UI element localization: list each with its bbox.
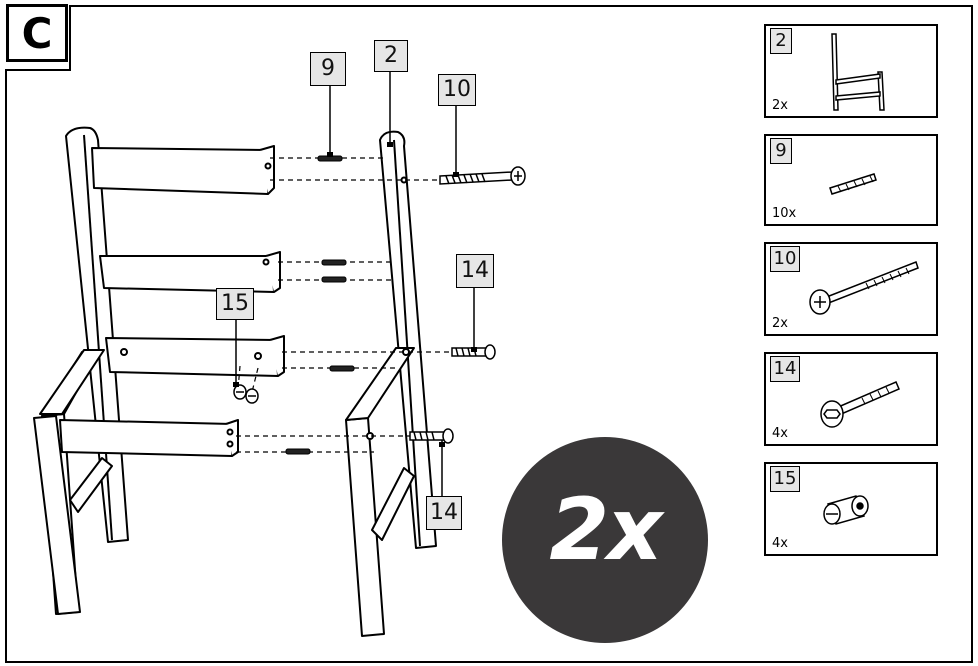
right-side-frame — [345, 130, 437, 637]
parts-item-2: 2 2x — [764, 24, 938, 118]
leader-lines — [235, 70, 475, 500]
callout-part-9: 9 — [310, 52, 346, 86]
parts-quantity: 2x — [772, 316, 788, 331]
callout-part-2: 2 — [374, 40, 408, 72]
hex-bolts — [409, 344, 496, 444]
callout-part-14-upper: 14 — [456, 254, 494, 288]
parts-number: 14 — [770, 356, 800, 382]
parts-number: 9 — [770, 138, 792, 164]
long-screw — [439, 166, 526, 186]
callout-part-14-lower: 14 — [426, 496, 462, 530]
step-label: C — [6, 4, 68, 62]
multiplier-badge — [502, 437, 708, 643]
barrel-nut-icon — [823, 495, 869, 525]
chair-side-frame-icon — [831, 33, 885, 111]
callout-part-10: 10 — [438, 74, 476, 106]
parts-item-14: 14 4x — [764, 352, 938, 446]
parts-number: 10 — [770, 246, 800, 272]
parts-quantity: 4x — [772, 536, 788, 551]
parts-number: 2 — [770, 28, 792, 54]
parts-item-9: 9 10x — [764, 134, 938, 226]
hex-bolt-icon — [820, 381, 900, 428]
long-screw-icon — [809, 261, 919, 315]
dowels — [285, 155, 355, 455]
parts-quantity: 2x — [772, 98, 788, 113]
parts-quantity: 10x — [772, 206, 797, 221]
parts-quantity: 4x — [772, 426, 788, 441]
left-side-frame — [33, 126, 285, 615]
parts-item-10: 10 2x — [764, 242, 938, 336]
parts-item-15: 15 4x — [764, 462, 938, 556]
wooden-dowel-icon — [829, 173, 877, 195]
parts-number: 15 — [770, 466, 800, 492]
callout-part-15: 15 — [216, 288, 254, 320]
barrel-nuts — [233, 384, 259, 404]
